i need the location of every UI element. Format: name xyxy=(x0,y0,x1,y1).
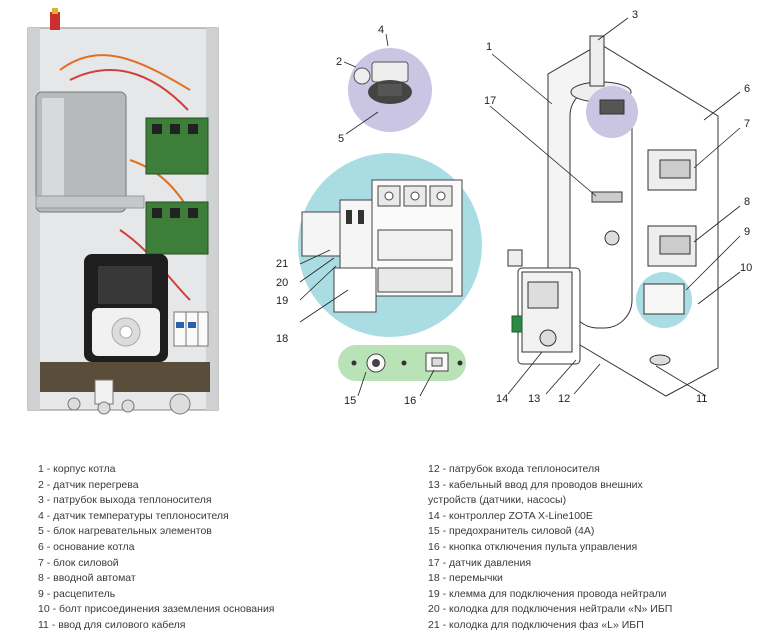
legend-item-2: 2 - датчик перегрева xyxy=(38,478,139,491)
legend-item-7: 7 - блок силовой xyxy=(38,556,119,569)
legend-item-4: 4 - датчик температуры теплоносителя xyxy=(38,509,229,522)
boiler-diagram: 2 4 5 21 20 19 18 15 16 xyxy=(27,8,752,415)
callout-8: 8 xyxy=(744,196,750,208)
legend-item-1: 1 - корпус котла xyxy=(38,463,116,475)
legend-right: 12 - патрубок входа теплоносителя 13 - к… xyxy=(428,462,672,634)
callout-1: 1 xyxy=(486,41,492,53)
legend-item-16: 16 - кнопка отключения пульта управления xyxy=(428,540,638,553)
callout-4: 4 xyxy=(378,24,384,36)
sensor-detail xyxy=(343,33,432,135)
callout-10: 10 xyxy=(740,262,752,274)
callout-13: 13 xyxy=(528,393,540,405)
callout-17: 17 xyxy=(484,95,496,107)
callout-12: 12 xyxy=(558,393,570,405)
legend-left: 1 - корпус котла 2 - датчик перегрева 3 … xyxy=(38,462,275,634)
legend-item-13: 13 - кабельный ввод для проводов внешних xyxy=(428,478,643,491)
legend-item-18: 18 - перемычки xyxy=(428,572,503,585)
callout-7: 7 xyxy=(744,118,750,130)
legend-item-13-cont: устройств (датчики, насосы) xyxy=(428,494,567,507)
callout-20: 20 xyxy=(276,277,288,289)
legend-item-5: 5 - блок нагревательных элементов xyxy=(38,525,212,538)
callout-16: 16 xyxy=(404,395,416,407)
legend-item-17: 17 - датчик давления xyxy=(428,556,532,569)
callout-3: 3 xyxy=(632,9,638,21)
callout-9: 9 xyxy=(744,226,750,238)
legend-item-19: 19 - клемма для подключения провода нейт… xyxy=(428,587,667,600)
legend-item-12: 12 - патрубок входа теплоносителя xyxy=(428,463,600,475)
callout-11: 11 xyxy=(696,393,707,405)
legend-item-9: 9 - расцепитель xyxy=(38,587,116,600)
callout-14: 14 xyxy=(496,393,508,405)
boiler-leader-lines xyxy=(489,17,741,397)
callout-21: 21 xyxy=(276,258,288,270)
callout-6: 6 xyxy=(744,83,750,95)
legend-item-3: 3 - патрубок выхода теплоносителя xyxy=(38,494,212,507)
legend-item-6: 6 - основание котла xyxy=(38,540,135,553)
callout-5: 5 xyxy=(338,133,344,145)
legend-item-14: 14 - контроллер ZOTA X-Line100E xyxy=(428,509,593,522)
legend-item-10: 10 - болт присоединения заземления основ… xyxy=(38,603,275,616)
boiler-drawing xyxy=(507,35,719,397)
callout-18: 18 xyxy=(276,333,288,345)
callout-19: 19 xyxy=(276,295,288,307)
panel-detail xyxy=(338,345,466,397)
legend-item-15: 15 - предохранитель силовой (4А) xyxy=(428,525,595,538)
legend-item-11: 11 - ввод для силового кабеля xyxy=(38,618,186,631)
legend-item-8: 8 - вводной автомат xyxy=(38,572,136,585)
legend-item-21: 21 - колодка для подключения фаз «L» ИБП xyxy=(428,618,644,631)
legend-item-20: 20 - колодка для подключения нейтрали «N… xyxy=(428,603,673,616)
terminal-detail xyxy=(298,153,482,337)
boiler-photo xyxy=(27,8,219,415)
callout-2: 2 xyxy=(336,56,342,68)
callout-15: 15 xyxy=(344,395,356,407)
